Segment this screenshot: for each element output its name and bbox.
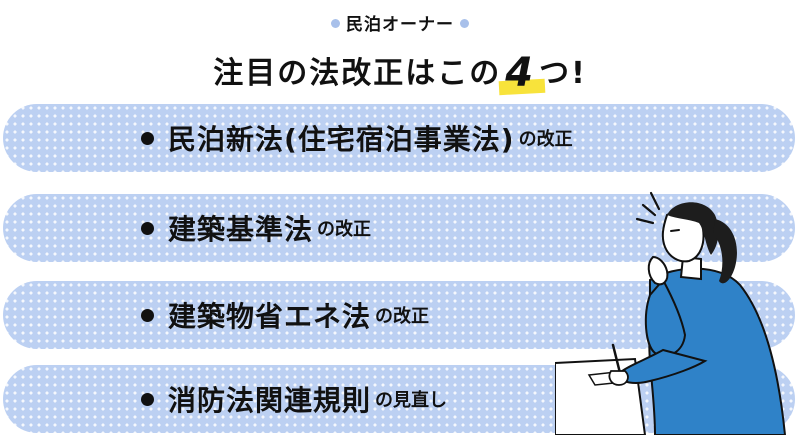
list-item-title: 建築物省エネ法 <box>168 300 372 333</box>
list-item-title: 建築基準法 <box>168 213 314 246</box>
subtitle-text: 民泊オーナー <box>346 15 454 35</box>
subtitle: 民泊オーナー <box>0 10 800 35</box>
title-number: 4 <box>505 50 536 96</box>
dot-icon <box>331 19 340 28</box>
list-item-suffix: の改正 <box>317 219 372 240</box>
list-item-suffix: の改正 <box>375 306 430 327</box>
title-text: 注目の法改正はこの <box>213 56 502 91</box>
list-item-title: 民泊新法(住宅宿泊事業法) <box>168 123 515 156</box>
list-item-title: 消防法関連規則 <box>168 384 372 417</box>
woman-thinking-illustration <box>555 191 787 435</box>
dot-icon <box>460 19 469 28</box>
title-suffix: つ! <box>539 56 587 91</box>
bullet-icon <box>141 308 154 322</box>
bullet-icon <box>141 131 154 145</box>
list-item-suffix: の見直し <box>375 390 448 411</box>
list-item-suffix: の改正 <box>518 129 573 150</box>
list-item: 民泊新法(住宅宿泊事業法) の改正 <box>3 104 795 172</box>
bullet-icon <box>141 221 154 235</box>
bullet-icon <box>141 392 154 406</box>
